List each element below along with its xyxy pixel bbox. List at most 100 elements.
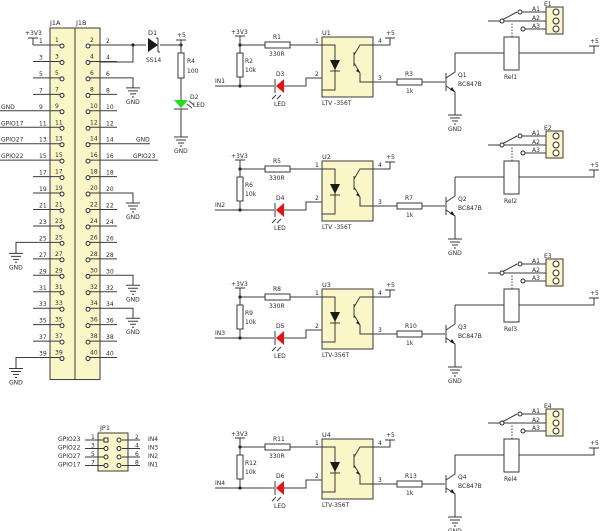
net-gpio23: GPIO23 [133, 153, 156, 160]
header-pin [59, 92, 65, 98]
header-pin [59, 43, 65, 49]
r-pull-value: 10k [245, 67, 257, 74]
ground-icon [9, 252, 23, 263]
terminal-screw [552, 419, 560, 427]
resistor-pullup [236, 304, 244, 330]
opto-pin-3: 3 [378, 477, 382, 484]
pin-number-inside: 31 [55, 284, 63, 291]
header-pin [59, 290, 65, 296]
ground-icon [448, 238, 462, 249]
contact-label: A3 [532, 425, 540, 432]
header-pin [85, 306, 91, 312]
resistor-series [264, 165, 291, 173]
pin-number-inside: 12 [90, 119, 98, 126]
jumper-pin [116, 454, 122, 460]
opto-pin-3: 3 [378, 327, 382, 334]
header-pin [59, 273, 65, 279]
input-label: IN2 [215, 202, 225, 209]
jumper-right-net: IN2 [148, 453, 158, 460]
pin-number-inside: 29 [55, 267, 63, 274]
contact-label: A2 [532, 267, 540, 274]
contact-label: A3 [532, 275, 540, 282]
r-series-value: 330R [269, 453, 285, 460]
phototransistor-icon [353, 446, 373, 485]
opto-pin-1: 1 [315, 290, 319, 297]
net-gnd-pin9: GND [1, 104, 15, 111]
pin-number-left: 29 [39, 268, 47, 275]
pin-number-inside: 39 [55, 350, 63, 357]
resistor-base [396, 78, 423, 86]
pin-number-inside: 25 [55, 234, 63, 241]
relay-switch-icon [488, 261, 556, 284]
gnd-label: GND [9, 380, 23, 387]
terminal-screw [552, 132, 560, 140]
header-pin [59, 175, 65, 181]
plus5-label: +5 [590, 38, 599, 45]
d1-value: SS14 [146, 57, 161, 64]
header-pin [85, 240, 91, 246]
jumper-pin [103, 454, 109, 460]
pin-number-left: 17 [39, 170, 47, 177]
jumper-right-pin: 6 [135, 451, 139, 458]
gnd-label: GND [126, 296, 140, 303]
terminal-screw [552, 427, 560, 435]
r-base-value: 1k [406, 212, 414, 219]
vcc-label: +3V3 [231, 29, 248, 36]
pin-number-inside: 32 [90, 284, 98, 291]
d1-ref: D1 [148, 29, 157, 37]
ground-icon [448, 114, 462, 125]
header-pin [59, 208, 65, 213]
pin-number-inside: 4 [90, 53, 94, 60]
contact-label: A1 [532, 408, 540, 415]
opto-pin-1: 1 [315, 162, 319, 169]
plus5-label: +5 [386, 282, 395, 289]
d2-ref: D2 [190, 94, 199, 101]
terminal-screw [552, 8, 560, 16]
pin-number-inside: 26 [90, 234, 98, 241]
r4-ref: R4 [187, 58, 195, 65]
jumper-pin [116, 446, 122, 451]
led-value: LED [274, 225, 286, 232]
green-led-icon [174, 100, 195, 110]
opto-ref: U2 [322, 153, 331, 161]
ground-icon [126, 284, 140, 295]
terminal-screw [552, 260, 560, 268]
pin-number-inside: 35 [55, 317, 63, 324]
relay-switch-icon [488, 9, 556, 32]
pin-number-inside: 22 [90, 202, 98, 209]
header-pin [85, 257, 91, 263]
pin-number-inside: 18 [90, 169, 98, 176]
r-pull-value: 10k [245, 469, 257, 476]
header-pin [85, 43, 91, 49]
r-pull-value: 10k [245, 319, 257, 326]
pin-number-right: 10 [106, 104, 114, 111]
contact-label: A1 [532, 6, 540, 13]
header-pin [59, 356, 65, 362]
terminal-screw [552, 269, 560, 277]
plus5-label: +5 [590, 162, 599, 169]
ground-icon [9, 368, 23, 379]
pin-number-inside: 19 [55, 185, 63, 192]
gnd-label: GND [448, 378, 462, 385]
relay-coil [503, 36, 520, 71]
optocoupler-body [321, 288, 374, 350]
header-pin [59, 240, 65, 246]
r-series-ref: R8 [273, 286, 281, 293]
pin-number-inside: 17 [55, 169, 63, 176]
pin-number-left: 9 [39, 104, 43, 111]
opto-value: LTV -356T [322, 100, 352, 107]
r-base-ref: R13 [405, 473, 417, 480]
r-base-ref: R3 [405, 71, 413, 78]
red-led-icon [271, 79, 284, 100]
plus5-label: +5 [386, 154, 395, 161]
ground-icon [448, 366, 462, 377]
vcc-label: +3V3 [231, 153, 248, 160]
jumper-left-net: GPIO23 [58, 436, 81, 443]
resistor-base [396, 202, 423, 210]
pin-number-inside: 3 [55, 53, 59, 60]
contact-label: A2 [532, 417, 540, 424]
pin-number-right: 16 [106, 153, 114, 160]
gnd-label: GND [126, 99, 140, 106]
pin-number-right: 2 [106, 38, 110, 45]
